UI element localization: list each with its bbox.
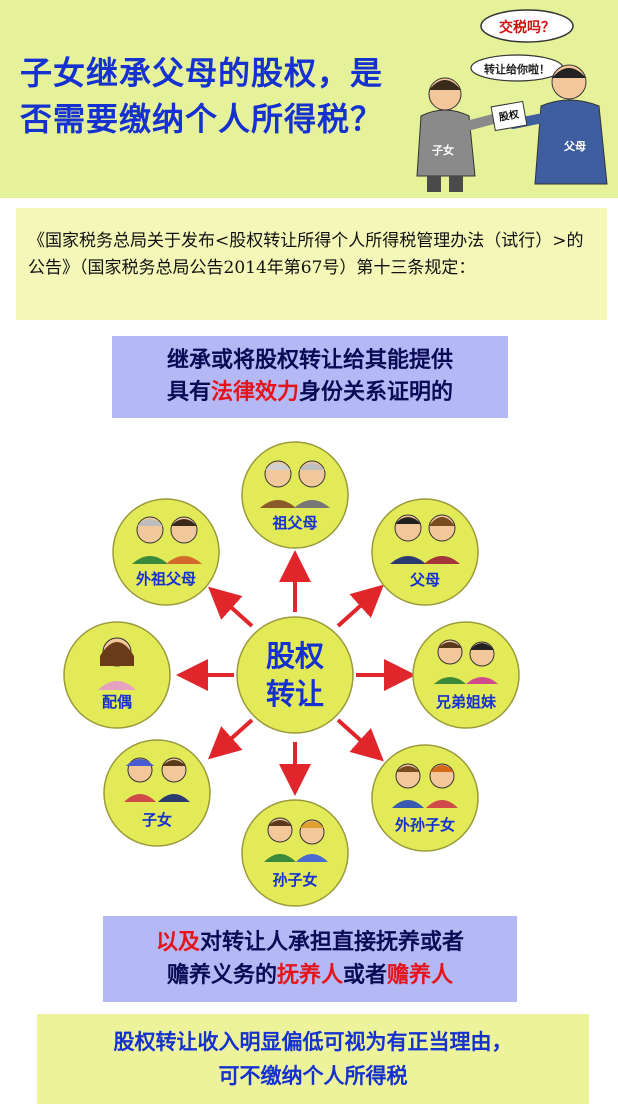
parent-label: 父母	[563, 140, 586, 153]
conclusion-line-2: 可不缴纳个人所得税	[218, 1064, 408, 1088]
grandchildren-icon	[264, 817, 328, 862]
arrow-down-left	[208, 718, 254, 760]
condition-line-2-pre: 具有	[166, 380, 211, 405]
dependents-highlight-1: 以及	[155, 930, 200, 955]
child-figure-icon	[416, 77, 502, 192]
relation-label: 孙子女	[272, 871, 317, 889]
center-node: 股权 转让	[236, 616, 354, 734]
regulation-notice: 《国家税务总局关于发布<股权转让所得个人所得税管理办法（试行）>的公告》（国家税…	[16, 208, 607, 320]
center-line-1: 股权	[266, 639, 324, 673]
dependents-line-2-pre: 赡养义务的	[166, 963, 277, 988]
regulation-text: 《国家税务总局关于发布<股权转让所得个人所得税管理办法（试行）>的公告》（国家税…	[28, 231, 584, 278]
parents-icon	[390, 514, 460, 564]
header-banner: 子女继承父母的股权，是 否需要缴纳个人所得税？ 交税吗？ 转让给你啦！ 子女 父…	[0, 0, 618, 198]
children-icon	[124, 757, 190, 802]
speech-bubble-top	[480, 9, 574, 43]
condition-box: 继承或将股权转让给其能提供 具有法律效力身份关系证明的	[112, 336, 508, 418]
siblings-icon	[434, 639, 498, 684]
title-line-1: 子女继承父母的股权，是	[20, 54, 384, 92]
relation-label: 外孙子女	[394, 816, 455, 834]
node-grandparents: 祖父母	[241, 441, 349, 549]
document-icon	[490, 100, 528, 132]
title-line-2: 否需要缴纳个人所得税？	[20, 100, 384, 138]
arrow-up-right	[336, 584, 384, 628]
node-parents: 父母	[371, 498, 479, 606]
dependents-highlight-2: 抚养人	[276, 963, 343, 988]
conclusion-line-1: 股权转让收入明显偏低可视为有正当理由，	[113, 1030, 513, 1054]
parent-figure-icon	[508, 64, 608, 185]
document-label: 股权	[498, 107, 521, 123]
node-siblings: 兄弟姐妹	[412, 621, 520, 729]
node-maternal-grandparents: 外祖父母	[112, 498, 220, 606]
child-label: 子女	[432, 143, 454, 157]
daughters-children-icon	[392, 763, 458, 808]
relationship-diagram: 股权 转让 祖父母 父母 兄弟姐妹	[63, 441, 520, 907]
node-grandchildren: 孙子女	[241, 799, 349, 907]
arrows	[176, 550, 416, 796]
node-children: 子女	[103, 739, 211, 847]
condition-line-2: 具有法律效力身份关系证明的	[112, 377, 508, 409]
grandparents-icon	[260, 460, 330, 508]
relation-label: 配偶	[102, 693, 132, 711]
node-daughters-children: 外孙子女	[371, 744, 479, 852]
dependents-line-1: 以及对转让人承担直接抚养或者	[103, 926, 517, 959]
dependents-line-1-post: 对转让人承担直接抚养或者	[200, 930, 465, 955]
relation-label: 外祖父母	[135, 570, 196, 588]
dependents-box: 以及对转让人承担直接抚养或者 赡养义务的抚养人或者赡养人	[103, 916, 517, 1002]
arrow-down-right	[336, 718, 384, 762]
relation-label: 兄弟姐妹	[435, 693, 497, 711]
relation-label: 祖父母	[271, 514, 317, 532]
maternal-grandparents-icon	[132, 516, 202, 564]
dependents-line-2: 赡养义务的抚养人或者赡养人	[103, 959, 517, 992]
spouse-icon	[98, 637, 136, 690]
center-line-2: 转让	[266, 677, 324, 711]
relation-label: 子女	[142, 811, 172, 829]
relation-label: 父母	[409, 571, 440, 589]
condition-highlight: 法律效力	[210, 380, 299, 405]
cartoon-illustration: 交税吗？ 转让给你啦！ 子女 父母 股权	[416, 9, 608, 192]
conclusion-box: 股权转让收入明显偏低可视为有正当理由， 可不缴纳个人所得税	[37, 1014, 589, 1104]
dependents-highlight-3: 赡养人	[387, 963, 454, 988]
arrow-up-left	[208, 586, 254, 628]
condition-line-1: 继承或将股权转让给其能提供	[166, 348, 453, 373]
condition-line-2-post: 身份关系证明的	[299, 380, 454, 405]
bubble-mid-text: 转让给你啦！	[484, 62, 550, 76]
node-spouse: 配偶	[63, 621, 171, 729]
page-title: 子女继承父母的股权，是 否需要缴纳个人所得税？	[20, 50, 420, 142]
bubble-top-text: 交税吗？	[499, 19, 555, 36]
dependents-line-2-mid: 或者	[343, 963, 388, 988]
